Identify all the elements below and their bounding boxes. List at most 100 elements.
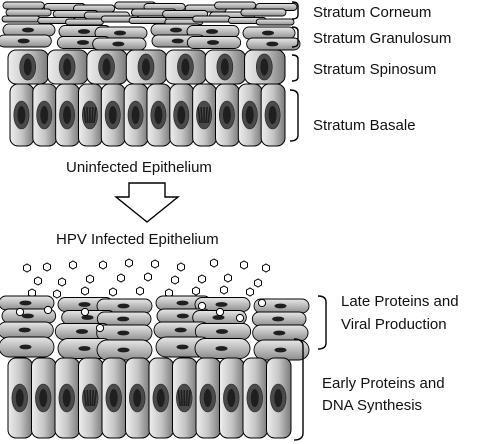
infected-upper-cell-nucleus [212, 315, 225, 320]
corneum-cell [2, 1, 45, 10]
virion-hexagon-icon [99, 260, 107, 270]
basale-cell-chromosome [93, 106, 97, 124]
bracket-corneum [291, 1, 299, 20]
infected-spinosum-cell-nucleus [176, 344, 189, 350]
infected-basale-cell-chromosome [185, 389, 189, 407]
stratum-spinosum-cells [7, 49, 286, 85]
basale-cell-nucleus [177, 106, 186, 124]
virion-hexagon-icon [58, 277, 66, 287]
basale-cell-nucleus [17, 106, 26, 124]
corneum-cell [65, 18, 104, 26]
infected-basale-cell-chromosome [180, 389, 184, 407]
virion-hexagon-icon [246, 287, 254, 297]
corneum-cell [128, 17, 168, 24]
infected-spinosum-cells [0, 336, 310, 361]
infected-upper-cell-nucleus [216, 329, 228, 334]
infected-upper-cell-nucleus [273, 330, 286, 336]
granulosum-cell-nucleus [207, 40, 219, 45]
corneum-cell [240, 8, 287, 17]
corneum-cell [5, 8, 52, 17]
granulosum-cell-nucleus [266, 41, 279, 47]
infected-basale-cell-nucleus [250, 389, 259, 407]
basale-cell-nucleus [154, 106, 163, 124]
spinosum-cell-nucleus [260, 58, 269, 76]
virion-hexagon-icon [177, 262, 185, 272]
virion-hexagon-icon [171, 275, 179, 285]
infected-basale-cells [7, 357, 292, 439]
infected-basale-cell-chromosome [91, 389, 95, 407]
bracket-basale [289, 89, 299, 142]
basale-cell-nucleus [131, 106, 140, 124]
basale-cell-chromosome [197, 106, 201, 124]
virion-hexagon-icon [240, 260, 248, 270]
infected-basale-cell-nucleus [133, 389, 142, 407]
virion-hexagon-icon [136, 286, 144, 296]
virion-hexagon-icon [254, 278, 262, 288]
virion-circle-icon [43, 305, 53, 315]
granulosum-cell-nucleus [171, 38, 184, 44]
basale-cell-chromosome [207, 106, 211, 124]
basale-cell-nucleus [63, 106, 72, 124]
infected-upper-cell-nucleus [81, 315, 94, 320]
granulosum-cell-nucleus [78, 29, 90, 34]
infected-upper-cell-nucleus [21, 313, 34, 319]
basale-cell-nucleus [245, 106, 254, 124]
infected-basale-cell-chromosome [187, 389, 192, 407]
virion-hexagon-icon [198, 274, 206, 284]
virion-hexagon-icon [125, 258, 133, 268]
virion-hexagon-icon [220, 285, 228, 295]
bracket-spinosum [291, 54, 299, 82]
infected-basale-cell-nucleus [15, 389, 24, 407]
granulosum-cell-nucleus [262, 30, 274, 36]
uninfected-epithelium [0, 1, 301, 147]
infected-basale-cell-nucleus [39, 389, 48, 407]
granulosum-cell-nucleus [170, 27, 182, 33]
virion-circle-icon [80, 307, 90, 317]
virion-particles [23, 258, 270, 299]
caption-uninfected-epithelium: Uninfected Epithelium [66, 159, 212, 176]
infected-spinosum-cell-nucleus [78, 346, 91, 351]
infected-upper-cell-nucleus [274, 303, 287, 309]
virion-hexagon-icon [43, 262, 51, 272]
label-stratum-spinosum: Stratum Spinosum [313, 61, 436, 78]
infected-basale-cell-nucleus [274, 389, 283, 407]
label-late-proteins-line2: Viral Production [341, 316, 447, 333]
infected-spinosum-cell-nucleus [117, 347, 130, 353]
label-stratum-basale: Stratum Basale [313, 117, 416, 134]
basale-cell-nucleus [222, 106, 231, 124]
virion-hexagon-icon [262, 263, 270, 273]
infected-spinosum-cell-nucleus [215, 346, 228, 351]
infected-upper-cell-nucleus [215, 302, 228, 307]
granulosum-cell-nucleus [112, 41, 125, 47]
infected-upper-cell-nucleus [19, 300, 32, 306]
infected-basale-cell-nucleus [156, 389, 165, 407]
corneum-cell [1, 15, 41, 23]
basale-cell-chromosome [200, 106, 203, 124]
corneum-cell [255, 18, 295, 26]
virion-hexagon-icon [144, 272, 152, 282]
virion-circle-icon [95, 323, 105, 333]
basale-cell-chromosome [91, 106, 94, 124]
infected-basale-cell-chromosome [93, 389, 98, 407]
stratum-basale-cells [9, 83, 286, 147]
label-stratum-corneum: Stratum Corneum [313, 4, 431, 21]
virion-hexagon-icon [86, 274, 94, 284]
basale-cell-nucleus [268, 106, 277, 124]
corneum-cell [214, 1, 257, 10]
spinosum-cell-nucleus [102, 58, 111, 76]
spinosum-cell-nucleus [23, 58, 32, 76]
infected-basale-cell-nucleus [227, 389, 236, 407]
bracket-granulosum [291, 26, 299, 48]
label-stratum-granulosum: Stratum Granulosum [313, 30, 451, 47]
basale-cell-chromosome [83, 106, 87, 124]
virion-circle-icon [15, 307, 25, 317]
bracket-late-proteins [317, 295, 327, 350]
infected-upper-cells [0, 295, 310, 342]
infected-upper-cell-nucleus [76, 329, 88, 334]
spinosum-cell-nucleus [63, 58, 72, 76]
virion-hexagon-icon [34, 276, 42, 286]
basale-cell-chromosome [86, 106, 89, 124]
virion-hexagon-icon [224, 273, 232, 283]
infected-basale-cell-nucleus [109, 389, 118, 407]
